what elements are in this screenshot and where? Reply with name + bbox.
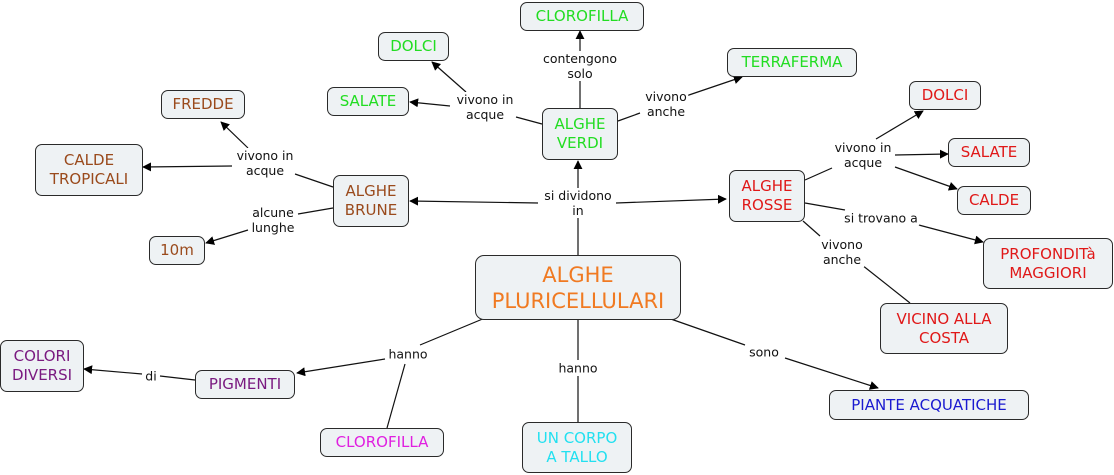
node-rosse-profondita[interactable]: PROFONDITà MAGGIORI: [983, 238, 1113, 289]
label-brune-alcune-lunghe: alcune lunghe: [250, 205, 296, 235]
node-alghe-pluricellulari[interactable]: ALGHE PLURICELLULARI: [475, 255, 681, 320]
label-sono: sono: [748, 344, 780, 360]
link-si-trovano-profondita: [914, 223, 984, 245]
link-si-dividono-rosse: [615, 194, 727, 204]
node-pigmenti[interactable]: PIGMENTI: [195, 370, 295, 399]
link-brune-vivono-acque: [294, 173, 334, 188]
node-rosse-calde[interactable]: CALDE: [957, 186, 1031, 215]
node-brune-10m[interactable]: 10m: [149, 236, 205, 265]
label-hanno-center: hanno: [557, 360, 599, 376]
link-rosse-si-trovano: [804, 202, 846, 211]
label-brune-vivono-in-acque: vivono in acque: [235, 148, 295, 178]
link-sono-piante: [784, 357, 879, 390]
label-rosse-si-trovano-a: si trovano a: [843, 210, 919, 226]
link-vivono-acque-calde: [142, 162, 233, 172]
link-root-hanno-left: [419, 317, 486, 346]
link-vivono-acque-dolci-r: [875, 110, 924, 140]
link-root-sono: [667, 317, 746, 346]
link-vivono-acque-fredde: [220, 121, 249, 149]
link-vivono-acque-salate: [409, 98, 451, 108]
link-pigmenti-di: [159, 375, 196, 381]
link-verdi-vivono-anche: [617, 112, 641, 122]
link-di-colori: [83, 365, 143, 375]
link-vivono-anche-costa: [861, 264, 911, 304]
node-un-corpo-a-tallo[interactable]: UN CORPO A TALLO: [522, 422, 632, 473]
node-verdi-salate[interactable]: SALATE: [327, 87, 409, 116]
link-rosse-vivono-acque: [804, 167, 833, 181]
node-alghe-verdi[interactable]: ALGHE VERDI: [542, 108, 618, 160]
node-rosse-dolci[interactable]: DOLCI: [909, 81, 981, 110]
link-hanno-pigmenti: [296, 358, 386, 377]
node-clorofilla[interactable]: CLOROFILLA: [320, 428, 444, 457]
node-rosse-vicino-costa[interactable]: VICINO ALLA COSTA: [880, 303, 1008, 354]
label-rosse-vivono-anche: vivono anche: [820, 237, 864, 267]
link-brune-alcune: [297, 207, 334, 215]
link-alcune-10m: [205, 229, 249, 245]
node-piante-acquatiche[interactable]: PIANTE ACQUATICHE: [829, 390, 1029, 420]
node-rosse-salate[interactable]: SALATE: [948, 138, 1030, 167]
node-alghe-rosse[interactable]: ALGHE ROSSE: [729, 170, 805, 222]
node-verdi-clorofilla[interactable]: CLOROFILLA: [520, 2, 644, 31]
label-verdi-vivono-in-acque: vivono in acque: [455, 92, 515, 122]
link-hanno-clorofilla: [386, 363, 406, 429]
label-hanno-left: hanno: [387, 346, 429, 362]
node-brune-calde-tropicali[interactable]: CALDE TROPICALI: [35, 144, 143, 196]
node-alghe-brune[interactable]: ALGHE BRUNE: [333, 175, 409, 227]
label-di: di: [144, 368, 158, 384]
link-si-dividono-brune: [409, 196, 539, 206]
link-vivono-acque-salate-r: [894, 149, 949, 159]
link-rosse-vivono-anche: [802, 220, 821, 237]
label-contengono-solo: contengono solo: [541, 51, 619, 81]
node-brune-fredde[interactable]: FREDDE: [161, 90, 245, 119]
link-verdi-vivono-acque: [515, 116, 543, 125]
label-si-dividono-in: si dividono in: [543, 188, 613, 218]
node-colori-diversi[interactable]: COLORI DIVERSI: [0, 340, 84, 392]
node-verdi-dolci[interactable]: DOLCI: [378, 32, 449, 61]
link-vivono-anche-terraferma: [685, 75, 743, 97]
node-verdi-terraferma[interactable]: TERRAFERMA: [727, 48, 857, 77]
link-vivono-acque-calde-r: [894, 166, 958, 191]
label-verdi-vivono-anche: vivono anche: [644, 89, 688, 119]
label-rosse-vivono-in-acque: vivono in acque: [833, 140, 893, 170]
link-vivono-acque-dolci: [431, 61, 467, 93]
